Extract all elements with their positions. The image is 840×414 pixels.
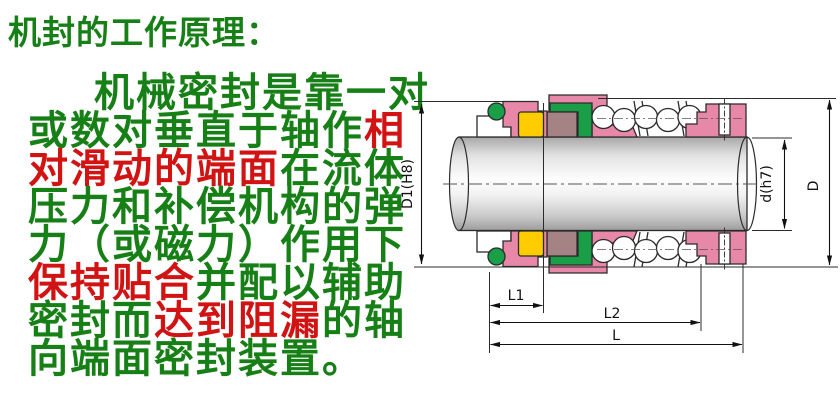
dimension-label-outer: D [806, 181, 822, 192]
text-segment: 密封而 [28, 298, 154, 343]
dimension-label-shaft: d(h7) [759, 165, 775, 203]
paragraph-line: 对滑动的端面在流体 [28, 149, 428, 189]
text-segment: 压力和补偿机构的弹 [28, 184, 406, 229]
text-segment: 或数对垂直于轴作 [28, 108, 364, 153]
paragraph-line: 压力和补偿机构的弹 [28, 187, 428, 227]
dimension-label-l: L [612, 328, 620, 344]
text-segment: 力（或磁力）作用下 [28, 222, 406, 267]
text-segment: 机械密封是靠一对 [94, 70, 430, 115]
text-block: 机封的工作原理： 机械密封是靠一对 或数对垂直于轴作相 对滑动的端面在流体 压力… [8, 0, 428, 379]
text-segment-highlight: 对滑动的端面 [28, 146, 280, 191]
paragraph-line: 机械密封是靠一对 [28, 73, 428, 113]
extension-lines [414, 101, 838, 353]
paragraph-line: 力（或磁力）作用下 [28, 225, 428, 265]
text-segment: 在流体 [280, 146, 406, 191]
dimension-label-l2: L2 [604, 306, 621, 322]
text-segment: 向端面密封装置。 [28, 336, 364, 381]
paragraph-line: 或数对垂直于轴作相 [28, 111, 428, 151]
page-title: 机封的工作原理： [8, 16, 280, 52]
dimension-lines [418, 99, 833, 348]
paragraph-line: 密封而达到阻漏的轴 [28, 301, 428, 341]
text-segment: 的轴 [322, 298, 406, 343]
paragraph-line: 向端面密封装置。 [28, 339, 428, 379]
paragraph: 机械密封是靠一对 或数对垂直于轴作相 对滑动的端面在流体 压力和补偿机构的弹 力… [28, 73, 428, 379]
dimension-label-l1: L1 [508, 288, 525, 304]
text-segment-highlight: 达到阻漏 [154, 298, 322, 343]
dimension-label-bore: D1(H8) [400, 159, 416, 209]
text-segment-highlight: 相 [364, 108, 406, 153]
text-segment: 并配以辅助 [196, 260, 406, 305]
paragraph-line: 保持贴合并配以辅助 [28, 263, 428, 303]
text-segment-highlight: 保持贴合 [28, 260, 196, 305]
